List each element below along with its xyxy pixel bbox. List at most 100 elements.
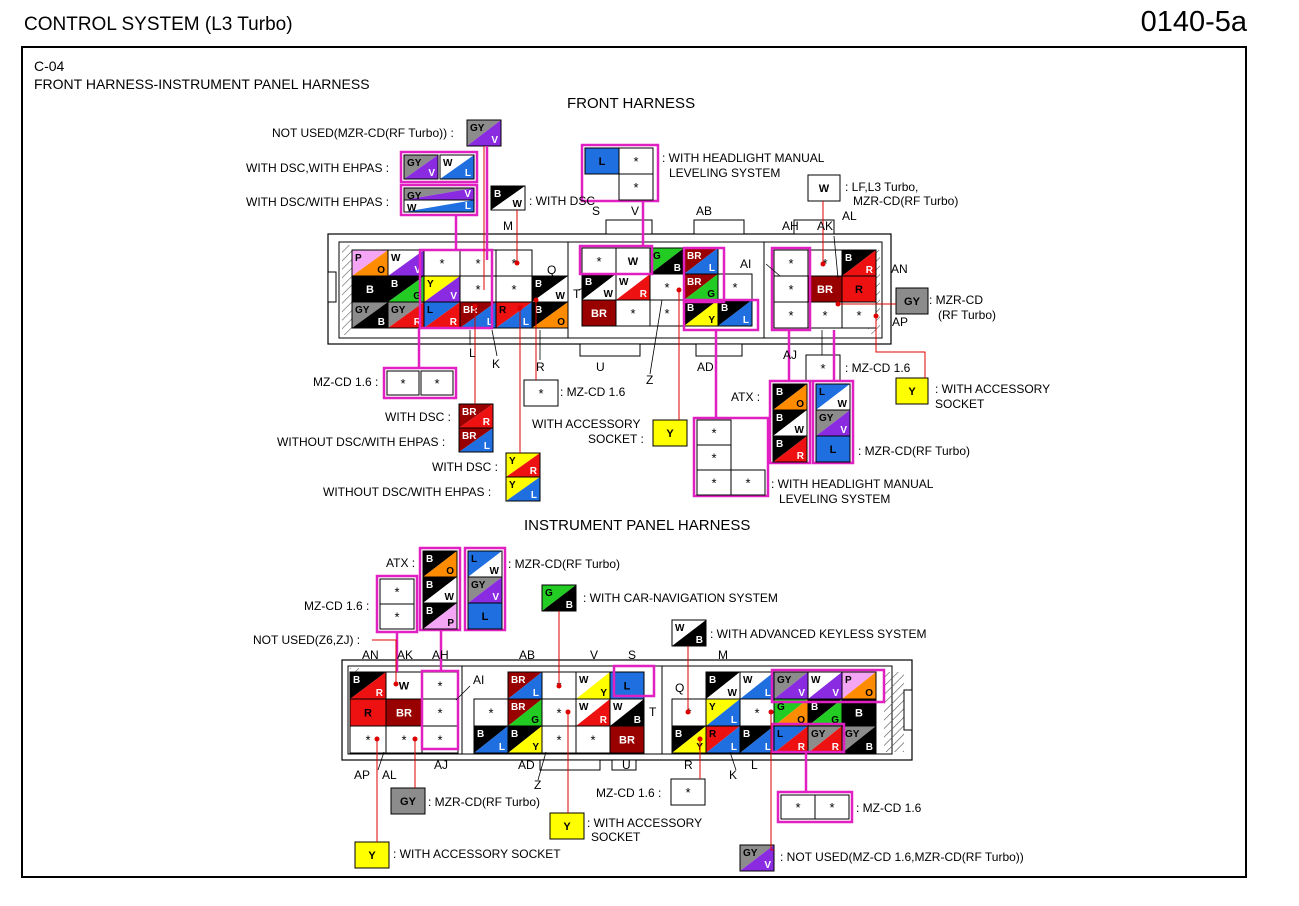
svg-text:GY: GY bbox=[743, 848, 758, 859]
svg-text:L: L bbox=[484, 441, 490, 452]
ip-right-r2c5: GYB bbox=[841, 725, 877, 754]
svg-text:O: O bbox=[557, 317, 565, 328]
pin-cell: * bbox=[730, 469, 766, 496]
front-mid-r0c1: W bbox=[615, 247, 651, 275]
svg-text:O: O bbox=[797, 715, 805, 726]
svg-text:GY: GY bbox=[904, 296, 921, 308]
svg-text:Y: Y bbox=[532, 742, 539, 753]
ip-pin-ah: AH bbox=[432, 648, 449, 662]
svg-text:L: L bbox=[624, 681, 631, 693]
ip-harness-heading: INSTRUMENT PANEL HARNESS bbox=[524, 517, 750, 534]
label-acc-right-1: : WITH ACCESSORY bbox=[935, 382, 1050, 396]
svg-text:L: L bbox=[709, 263, 715, 274]
svg-text:BR: BR bbox=[511, 675, 526, 686]
svg-text:BR: BR bbox=[687, 277, 702, 288]
front-left-r0c3: * bbox=[459, 249, 497, 277]
label-lf-l3-1: : LF,L3 Turbo, bbox=[845, 180, 918, 194]
svg-text:B: B bbox=[391, 279, 398, 290]
front-pin-aj: AJ bbox=[783, 348, 797, 362]
svg-text:GY: GY bbox=[407, 191, 422, 202]
page-title: CONTROL SYSTEM (L3 Turbo) bbox=[24, 14, 293, 35]
callout-mzcd16-mid: * bbox=[523, 379, 559, 407]
svg-text:L: L bbox=[482, 611, 489, 623]
svg-text:BR: BR bbox=[396, 708, 412, 720]
pin-cell: * bbox=[696, 419, 732, 446]
svg-text:W: W bbox=[811, 675, 821, 686]
pin-cell: L bbox=[584, 147, 620, 175]
label-with-dsc-slash-ehpas: WITH DSC/WITH EHPAS : bbox=[246, 195, 389, 209]
front-pin-s: S bbox=[592, 204, 600, 218]
pin-cell: * bbox=[379, 603, 415, 630]
svg-text:L: L bbox=[743, 315, 749, 326]
svg-text:L: L bbox=[465, 201, 471, 212]
svg-text:BR: BR bbox=[817, 284, 833, 296]
svg-text:*: * bbox=[754, 706, 759, 721]
label-with-dsc-with-ehpas: WITH DSC,WITH EHPAS : bbox=[246, 161, 389, 175]
label-ip-mzr-col: : MZR-CD(RF Turbo) bbox=[508, 557, 620, 571]
label-ip-mzcd16-mid: MZ-CD 1.6 : bbox=[596, 786, 661, 800]
ip-right-r2c0: BY bbox=[671, 725, 707, 754]
page-code: 0140-5a bbox=[1140, 6, 1247, 38]
front-pin-z: Z bbox=[646, 373, 653, 387]
svg-text:W: W bbox=[819, 183, 830, 195]
svg-text:B: B bbox=[535, 305, 542, 316]
svg-text:*: * bbox=[630, 306, 635, 321]
front-pin-ah: AH bbox=[782, 219, 799, 233]
svg-text:B: B bbox=[566, 600, 573, 611]
svg-text:BR: BR bbox=[591, 308, 607, 320]
svg-text:B: B bbox=[866, 742, 873, 753]
pin-cell: * bbox=[420, 370, 454, 396]
pin-cell: GYV bbox=[815, 409, 851, 437]
ip-mid-r0c1: BR L bbox=[507, 671, 543, 700]
ip-right-r0c2: WL bbox=[739, 671, 775, 700]
front-mid-r1c3: BRG bbox=[683, 273, 719, 301]
svg-text:L: L bbox=[487, 317, 493, 328]
ip-pin-z: Z bbox=[534, 778, 541, 792]
front-right-r2c0: * bbox=[773, 301, 809, 329]
svg-text:O: O bbox=[377, 265, 385, 276]
svg-text:*: * bbox=[745, 476, 750, 491]
ip-pin-q: Q bbox=[675, 681, 684, 695]
svg-text:*: * bbox=[394, 585, 399, 600]
ip-right-r0c4: WV bbox=[807, 671, 843, 700]
svg-text:GY: GY bbox=[819, 413, 834, 424]
ip-right-r0c3: GYV bbox=[773, 671, 809, 700]
label-hl-bottom-2: LEVELING SYSTEM bbox=[779, 492, 890, 506]
ip-pin-t: T bbox=[649, 705, 657, 719]
ip-right-r2c4: GYR bbox=[807, 725, 843, 754]
ip-right-r2c3: LR bbox=[773, 725, 809, 754]
svg-text:W: W bbox=[513, 199, 523, 210]
label-acc-right-2: SOCKET bbox=[935, 397, 985, 411]
front-pin-ai: AI bbox=[740, 257, 751, 271]
svg-text:B: B bbox=[776, 413, 783, 424]
front-right-r2c2: * bbox=[841, 301, 877, 329]
pin-cell: GYV bbox=[467, 576, 503, 604]
ip-mid-r2c1: BY bbox=[507, 725, 543, 754]
svg-text:R: R bbox=[414, 317, 422, 328]
svg-text:*: * bbox=[822, 308, 827, 323]
ip-pin-cells: BRW*RBR****BRL*WYL*BRG*WRWBBLBY**BRBWWLG… bbox=[349, 664, 886, 754]
svg-text:*: * bbox=[795, 800, 800, 815]
front-left-r2c3: BRL bbox=[459, 301, 497, 329]
callout-y-acc-right: Y bbox=[895, 377, 929, 405]
svg-text:Y: Y bbox=[600, 688, 607, 699]
svg-text:B: B bbox=[585, 277, 592, 288]
ip-pin-r: R bbox=[684, 758, 693, 772]
ip-pin-ad: AD bbox=[518, 758, 535, 772]
pin-cell: * bbox=[386, 370, 420, 396]
callout-y-r: YR bbox=[505, 452, 541, 478]
svg-text:R: R bbox=[709, 729, 717, 740]
svg-text:*: * bbox=[685, 785, 690, 800]
callout-y-acc: Y bbox=[652, 419, 688, 447]
front-left-r0c4: * bbox=[495, 249, 533, 277]
connector-id: C-04 bbox=[34, 58, 65, 74]
svg-text:B: B bbox=[535, 279, 542, 290]
svg-text:B: B bbox=[634, 715, 641, 726]
ip-mid-r1c0: * bbox=[473, 698, 509, 727]
svg-text:R: R bbox=[866, 265, 874, 276]
svg-text:W: W bbox=[604, 289, 614, 300]
svg-text:L: L bbox=[533, 688, 539, 699]
callout-hl-ip-mzcd16-right bbox=[776, 790, 854, 824]
callout-gy-v-not-used: GYV bbox=[466, 119, 502, 147]
svg-text:Y: Y bbox=[666, 428, 674, 440]
